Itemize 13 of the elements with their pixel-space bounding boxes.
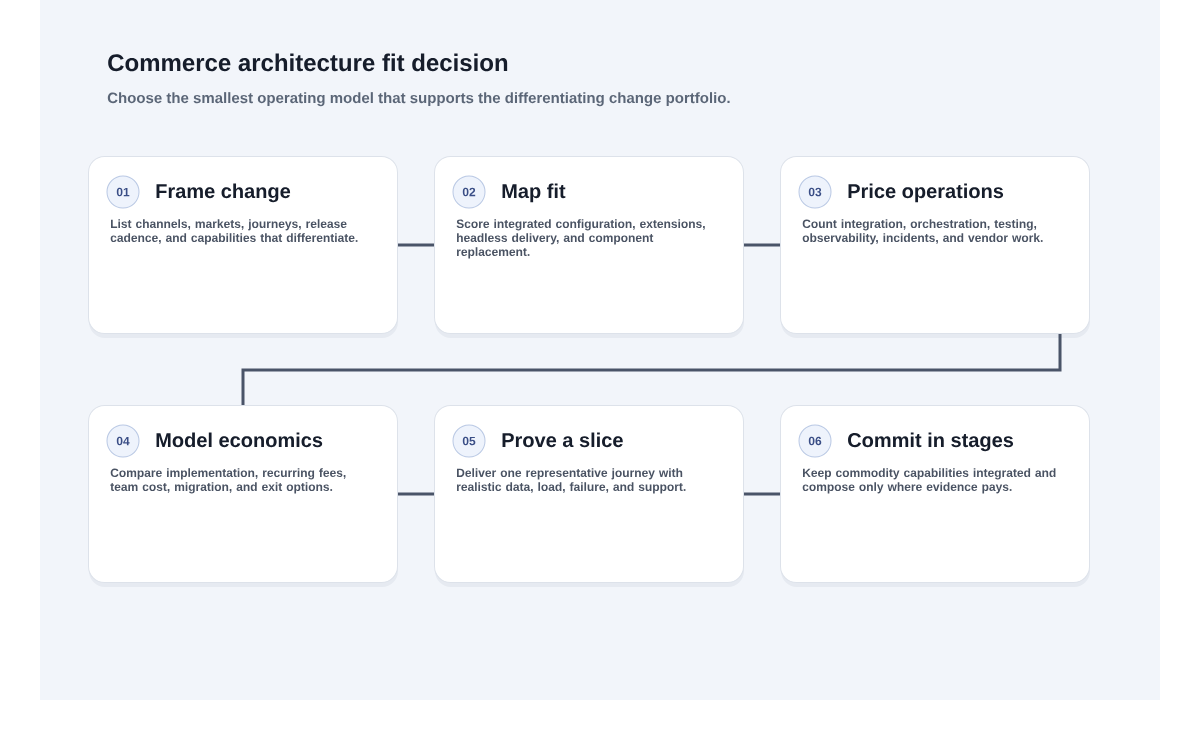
connector-line [398,492,434,496]
number-badge: 04 [106,424,140,458]
connector-line [398,243,434,247]
subtitle: Choose the smallest operating model that supports the differentiating change portfolio. [107,92,730,107]
number-badge: 02 [452,175,486,209]
number-badge: 03 [798,175,832,209]
title: Commerce architecture fit decision [108,53,508,72]
number-badge: 05 [452,424,486,458]
connector-line [744,243,780,247]
number-badge: 06 [798,424,832,458]
connector-line [744,492,780,496]
number-badge: 01 [106,175,140,209]
connector-line [241,334,1062,405]
